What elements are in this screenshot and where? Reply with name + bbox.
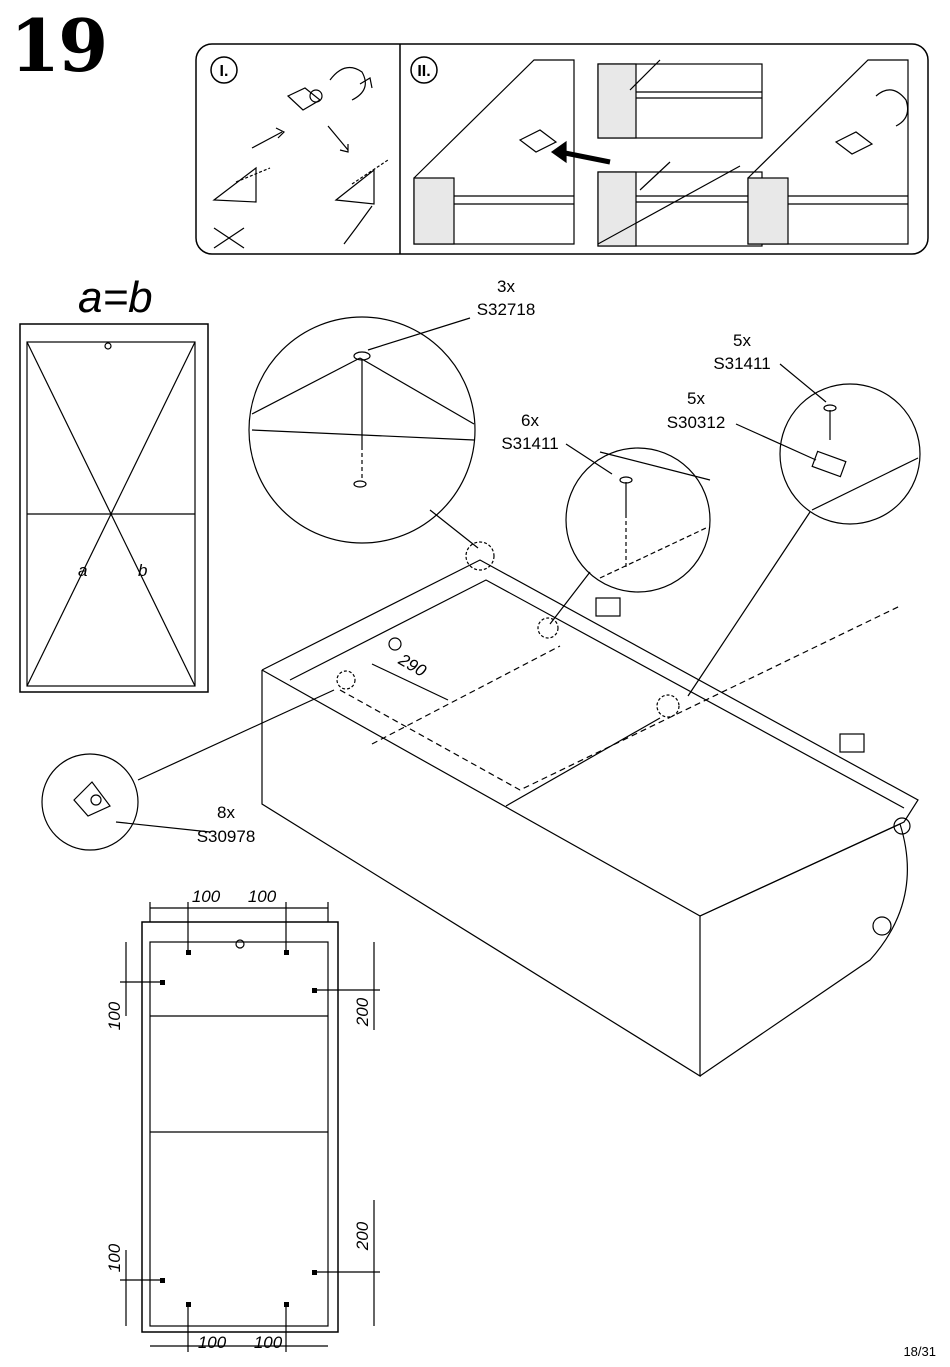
dim-top-left: 100: [192, 887, 221, 906]
diagonal-b-label: b: [138, 561, 147, 580]
corner-bracket-code: S30978: [197, 827, 256, 846]
long-screw-callout: 3x S32718: [248, 277, 536, 549]
mid-screw-code: S31411: [501, 434, 558, 453]
panel-two-label: II.: [417, 63, 430, 80]
shelf-offset-dimension: 290: [394, 650, 429, 681]
dim-left-upper: 100: [105, 1001, 124, 1030]
mid-screw-callout: 6x S31411: [501, 411, 711, 625]
frame-check-title: a=b: [78, 273, 153, 322]
right-screw-code: S31411: [713, 354, 770, 373]
right-screw-plate-callout: 5x S31411 5x S30312: [667, 331, 921, 697]
mid-screw-qty: 6x: [521, 411, 539, 430]
dim-right-lower: 200: [353, 1221, 372, 1251]
long-screw-code: S32718: [477, 300, 536, 319]
right-screw-qty: 5x: [733, 331, 751, 350]
top-inset-panel: I. II.: [195, 43, 929, 255]
page-number: 18/31: [903, 1344, 936, 1359]
dim-bottom-right: 100: [254, 1333, 283, 1352]
right-plate-qty: 5x: [687, 389, 705, 408]
frame-check-diagram: a=b a b: [19, 273, 209, 693]
edge-install-sequence: [413, 59, 909, 247]
corner-bracket-callout: 8x S30978: [41, 689, 335, 851]
step-number: 19: [10, 3, 108, 88]
panel-one-label: I.: [220, 63, 229, 80]
long-screw-qty: 3x: [497, 277, 515, 296]
hole-layout-drawing: 100 100 100 100 100 100 200 200: [105, 887, 380, 1352]
corner-bracket-qty: 8x: [217, 803, 235, 822]
dim-right-upper: 200: [353, 997, 372, 1027]
bracket-orientation-icon: [212, 66, 389, 249]
right-plate-code: S30312: [667, 413, 726, 432]
dim-top-right: 100: [248, 887, 277, 906]
cabinet-main-view: 290: [261, 541, 919, 1078]
diagonal-a-label: a: [78, 561, 87, 580]
dim-left-lower: 100: [105, 1243, 124, 1272]
dim-bottom-left: 100: [198, 1333, 227, 1352]
